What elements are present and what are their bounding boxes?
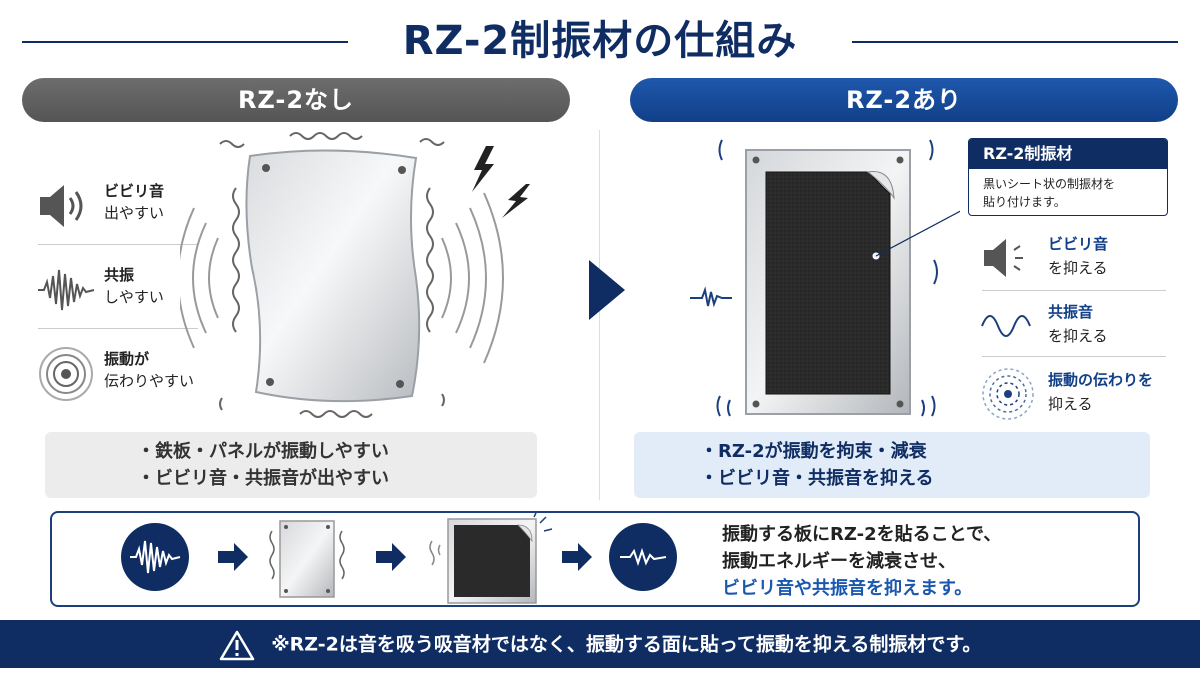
right-bullets: ・RZ-2が振動を拘束・減衰 ・ビビリ音・共振音を抑える (634, 432, 1150, 498)
left-separator-1 (38, 244, 198, 245)
dashed-ripple-icon (982, 368, 1034, 420)
process-text-line3: ビビリ音や共振音を抑えます。 (722, 578, 973, 599)
speaker-dampened-icon (984, 239, 1023, 277)
process-flow-graphic (121, 513, 677, 604)
footer-note: ※RZ-2は音を吸う吸音材ではなく、振動する面に貼って振動を抑える制振材です。 (0, 620, 1200, 668)
right-item-resonance-sub: を抑える (1048, 327, 1108, 345)
left-item-rattle-sub: 出やすい (104, 204, 165, 222)
left-separator-2 (38, 328, 198, 329)
waveform-icon (38, 269, 95, 311)
right-item-resonance: 共振音 を抑える (980, 294, 1180, 360)
left-item-rattle: ビビリ音 出やすい (36, 168, 211, 248)
ripple-icon (39, 347, 93, 401)
chevron-right-icon (589, 260, 625, 320)
right-bullet-2: ・ビビリ音・共振音を抑える (700, 468, 934, 489)
callout-title: RZ-2制振材 (969, 139, 1167, 169)
footer-text: ※RZ-2は音を吸う吸音材ではなく、振動する面に貼って振動を抑える制振材です。 (271, 633, 982, 656)
left-item-transmission-title: 振動が (104, 350, 150, 368)
callout-body-line2: 貼り付けます。 (983, 195, 1066, 209)
header-with-rz2: RZ-2あり (630, 78, 1178, 122)
left-item-resonance-sub: しやすい (104, 288, 164, 306)
center-divider (599, 130, 600, 500)
right-item-rattle-title: ビビリ音 (1048, 235, 1109, 253)
right-bullet-1: ・RZ-2が振動を拘束・減衰 (700, 441, 927, 462)
left-bullet-1: ・鉄板・パネルが振動しやすい (137, 441, 389, 462)
left-item-resonance: 共振 しやすい (36, 252, 211, 332)
right-separator-2 (982, 356, 1166, 357)
speaker-icon (40, 185, 83, 227)
title-rule-left (22, 41, 348, 43)
right-separator-1 (982, 290, 1166, 291)
process-text-line2: 振動エネルギーを減衰させ、 (722, 551, 956, 572)
right-item-rattle: ビビリ音 を抑える (980, 226, 1180, 292)
right-item-transmission-sub: 抑える (1048, 395, 1093, 413)
vibrating-panel-illustration (180, 132, 530, 418)
right-item-resonance-title: 共振音 (1048, 303, 1094, 321)
left-item-transmission-sub: 伝わりやすい (104, 372, 195, 390)
warning-icon (219, 630, 254, 660)
title-rule-right (852, 41, 1178, 43)
right-item-transmission-title: 振動の伝わりを (1048, 371, 1154, 389)
right-item-rattle-sub: を抑える (1048, 259, 1108, 277)
left-bullet-2: ・ビビリ音・共振音が出やすい (137, 468, 389, 489)
process-text-line1: 振動する板にRZ-2を貼ることで、 (722, 524, 1002, 545)
left-item-resonance-title: 共振 (104, 266, 135, 284)
left-bullets: ・鉄板・パネルが振動しやすい ・ビビリ音・共振音が出やすい (45, 432, 537, 498)
page-title: RZ-2制振材の仕組み (402, 18, 798, 64)
rz2-callout: RZ-2制振材 黒いシート状の制振材を 貼り付けます。 (968, 138, 1168, 216)
left-item-transmission: 振動が 伝わりやすい (36, 336, 211, 416)
process-strip: 振動する板にRZ-2を貼ることで、 振動エネルギーを減衰させ、 ビビリ音や共振音… (50, 511, 1140, 607)
callout-body-line1: 黒いシート状の制振材を (983, 177, 1116, 191)
right-item-transmission: 振動の伝わりを 抑える (980, 362, 1180, 428)
sine-wave-icon (981, 315, 1031, 337)
left-item-rattle-title: ビビリ音 (104, 182, 165, 200)
damped-panel-illustration (690, 139, 960, 417)
header-without-rz2: RZ-2なし (22, 78, 570, 122)
